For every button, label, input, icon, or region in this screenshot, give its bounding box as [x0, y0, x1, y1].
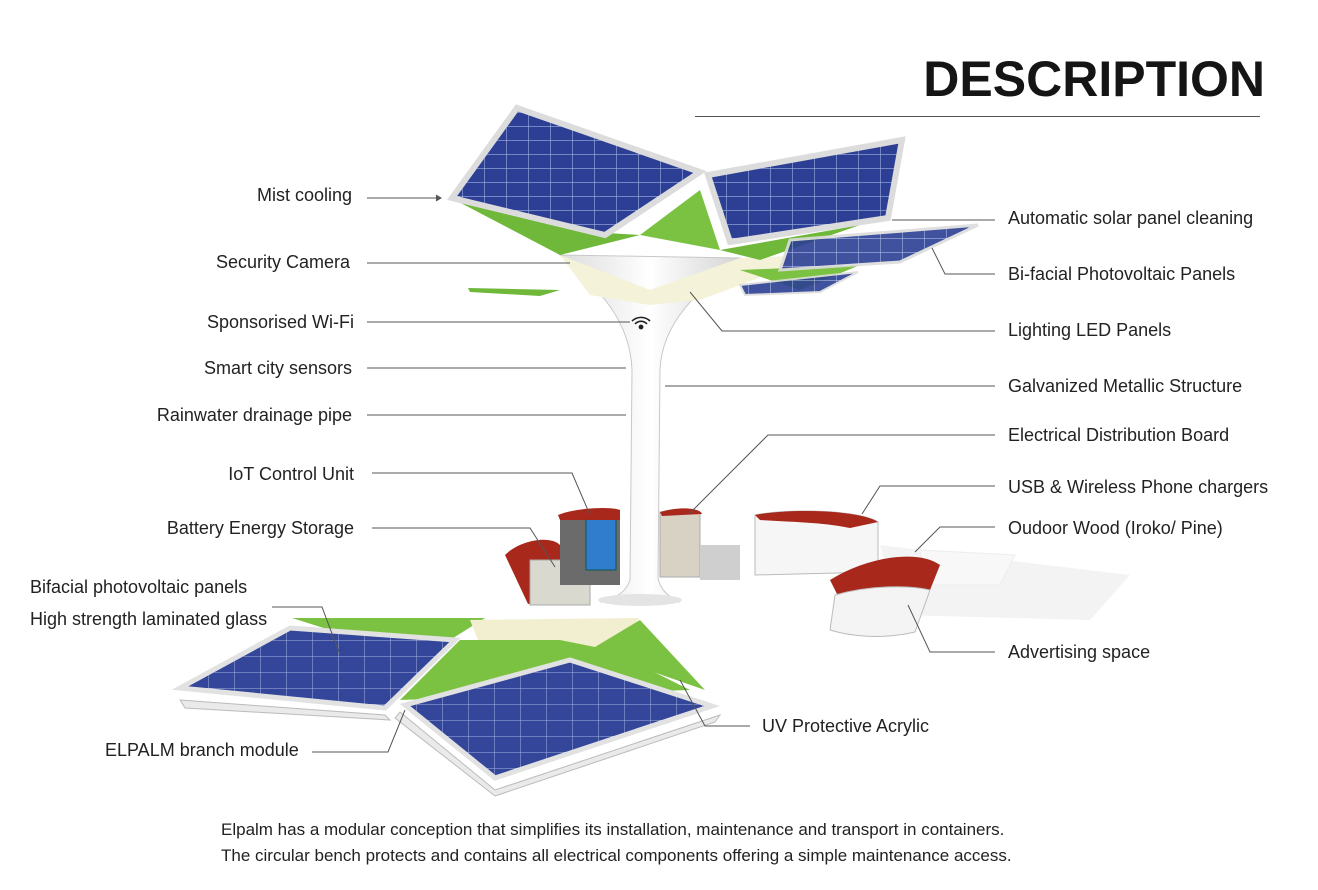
branch-module — [171, 618, 722, 797]
label-usb-chargers: USB & Wireless Phone chargers — [1008, 477, 1269, 497]
tree-trunk — [558, 254, 742, 603]
circular-bench — [505, 507, 940, 637]
label-electrical-board: Electrical Distribution Board — [1008, 425, 1230, 445]
label-laminated-glass: High strength laminated glass — [30, 609, 268, 629]
canopy-panel-right — [704, 136, 906, 246]
wifi-icon — [631, 316, 651, 330]
label-auto-cleaning: Automatic solar panel cleaning — [1008, 208, 1254, 228]
branch-panel-right — [399, 657, 721, 781]
branch-panel-left — [171, 625, 461, 711]
label-led-panels: Lighting LED Panels — [1008, 320, 1172, 340]
label-outdoor-wood: Oudoor Wood (Iroko/ Pine) — [1008, 518, 1223, 538]
label-bifacial-panels: Bifacial photovoltaic panels — [30, 577, 248, 597]
label-sponsored-wifi: Sponsorised Wi-Fi — [206, 312, 354, 332]
label-battery-storage: Battery Energy Storage — [166, 518, 354, 538]
canopy-panel-far-right — [777, 223, 979, 272]
leader-lines — [272, 194, 995, 753]
page-title: DESCRIPTION — [923, 51, 1265, 107]
canopy-panels — [446, 104, 979, 297]
caption-line-2: The circular bench protects and contains… — [221, 846, 1012, 865]
label-mist-cooling: Mist cooling — [256, 185, 352, 205]
ground-shadow — [880, 545, 1130, 620]
label-uv-acrylic: UV Protective Acrylic — [762, 716, 930, 736]
label-galvanized-structure: Galvanized Metallic Structure — [1008, 376, 1243, 396]
label-iot-control-unit: IoT Control Unit — [228, 464, 354, 484]
canopy-panel-left — [446, 104, 707, 239]
caption-line-1: Elpalm has a modular conception that sim… — [221, 820, 1005, 839]
label-bifacial-pv: Bi-facial Photovoltaic Panels — [1008, 264, 1236, 284]
label-smart-city-sensors: Smart city sensors — [203, 358, 352, 378]
label-advertising-space: Advertising space — [1008, 642, 1151, 662]
label-rainwater-pipe: Rainwater drainage pipe — [156, 405, 352, 425]
title-divider — [695, 116, 1260, 117]
label-security-camera: Security Camera — [215, 252, 350, 272]
canopy-panel-back — [738, 271, 859, 297]
label-branch-module: ELPALM branch module — [105, 740, 299, 760]
